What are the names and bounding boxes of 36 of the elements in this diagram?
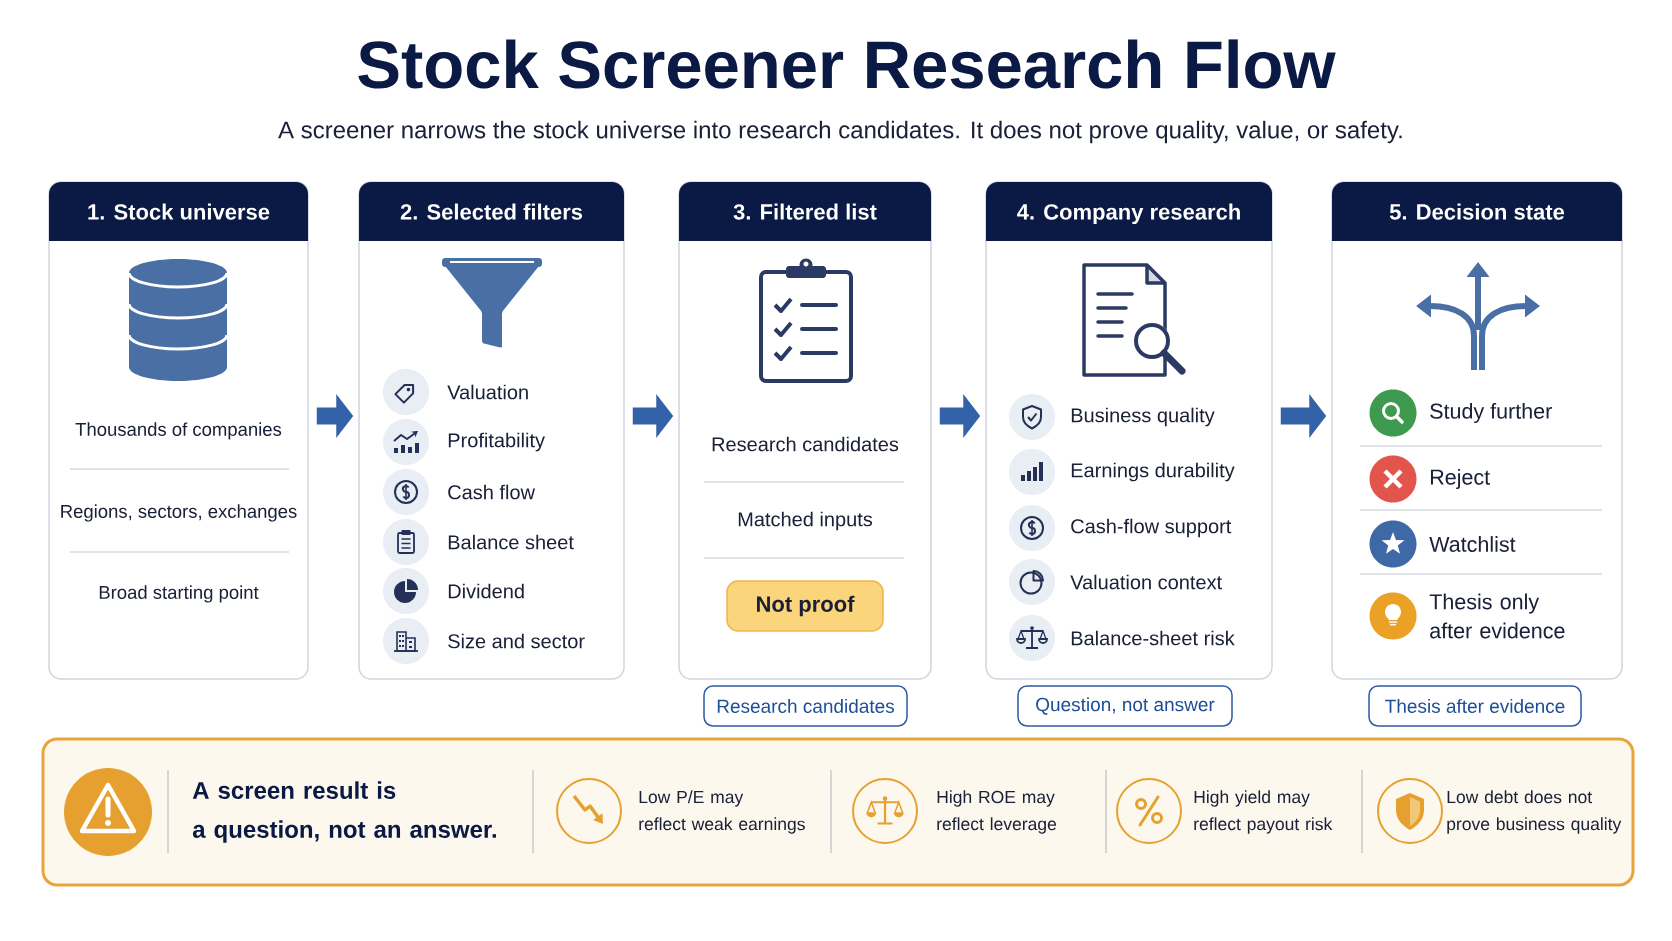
item-text: Size and sector: [448, 633, 585, 649]
item-text: Dividend: [448, 583, 524, 599]
item-text: Cash flow: [448, 484, 536, 500]
subtitle: A screener narrows the stock universe into research candidates. It does not prove quality, value, or safety.: [278, 120, 1402, 144]
item-text: Earnings durability: [1071, 462, 1235, 482]
tag-box: Research candidates: [703, 685, 908, 727]
tag-box: Question, not answer: [1017, 685, 1233, 727]
item-text: Business quality: [1071, 407, 1215, 427]
panel-header: 1. Stock universe: [49, 182, 308, 241]
note-text: High ROE may reflect leverage: [937, 790, 1057, 834]
highlight-box: Not proof: [726, 580, 884, 632]
panel-header: 4. Company research: [986, 182, 1272, 241]
item-text: Thousands of companies: [75, 422, 282, 440]
panel-header: 3. Filtered list: [679, 182, 931, 241]
item-text: Thesis only after evidence: [1429, 593, 1565, 639]
title: Stock Screener Research Flow: [358, 39, 1336, 89]
item-text: Cash-flow support: [1071, 518, 1232, 538]
item-text: Research candidates: [712, 436, 899, 452]
panel-header: 5. Decision state: [1332, 182, 1622, 241]
item-text: Profitability: [448, 432, 545, 452]
panel-header: 2. Selected filters: [359, 182, 624, 241]
note-text: Low P/E may reflect weak earnings: [639, 790, 805, 834]
item-text: Reject: [1430, 469, 1490, 490]
item-text: Watchlist: [1429, 536, 1516, 552]
item-text: Valuation context: [1070, 574, 1222, 590]
item-text: Valuation: [447, 384, 528, 400]
warning-text: A screen result is a question, not an answer.: [192, 781, 496, 843]
item-text: Regions, sectors, exchanges: [61, 504, 297, 522]
item-text: Study further: [1430, 403, 1552, 423]
item-text: Broad starting point: [99, 585, 259, 603]
note-text: Low debt does not prove business quality: [1447, 790, 1622, 834]
item-text: Matched inputs: [738, 511, 873, 531]
tag-box: Thesis after evidence: [1368, 685, 1582, 727]
item-text: Balance sheet: [448, 534, 574, 550]
note-text: High yield may reflect payout risk: [1194, 790, 1333, 834]
item-text: Balance-sheet risk: [1071, 630, 1235, 646]
